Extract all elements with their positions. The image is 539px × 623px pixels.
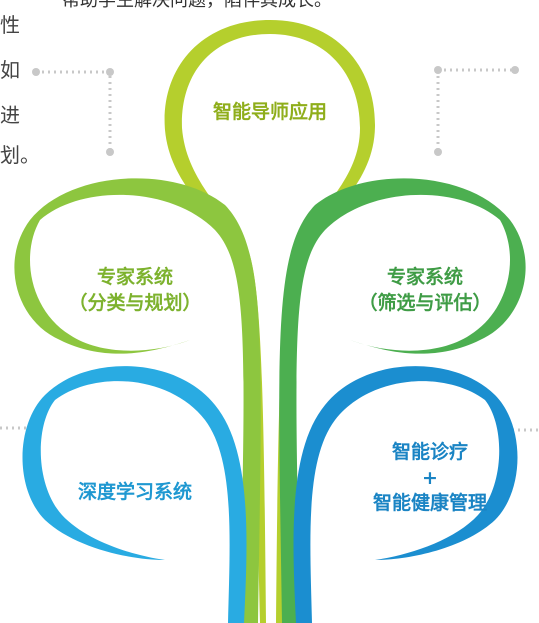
top-leaf-label: 智能导师应用 (212, 101, 327, 123)
side-text-4: 划。 (0, 143, 40, 167)
right-mid-leaf-line2: （筛选与评估） (358, 291, 492, 314)
side-text-3: 进 (0, 103, 20, 127)
side-text-2: 如 (0, 58, 20, 82)
left-bottom-leaf-label: 深度学习系统 (77, 481, 192, 503)
left-mid-leaf-label: 专家系统 （分类与规划） (40, 265, 230, 316)
right-bottom-leaf-line3: 智能健康管理 (372, 492, 487, 515)
right-bottom-leaf-line1: 智能诊疗 (391, 441, 468, 463)
header-fragment: 帮助学生解决问题，陷伴其成长。 (62, 0, 332, 11)
right-mid-leaf (279, 178, 526, 623)
side-text-1: 性 (0, 13, 20, 37)
left-mid-leaf-line2: （分类与规划） (68, 291, 202, 314)
left-mid-leaf-line1: 专家系统 (96, 266, 173, 288)
right-mid-leaf-label: 专家系统 （筛选与评估） (325, 265, 525, 316)
right-bottom-leaf-line2: + (422, 466, 438, 489)
connector-dots (32, 66, 519, 156)
left-mid-leaf (14, 178, 261, 623)
right-mid-leaf-line1: 专家系统 (386, 266, 463, 288)
right-bottom-leaf-label: 智能诊疗 + 智能健康管理 (340, 440, 520, 517)
top-leaf (164, 20, 375, 623)
